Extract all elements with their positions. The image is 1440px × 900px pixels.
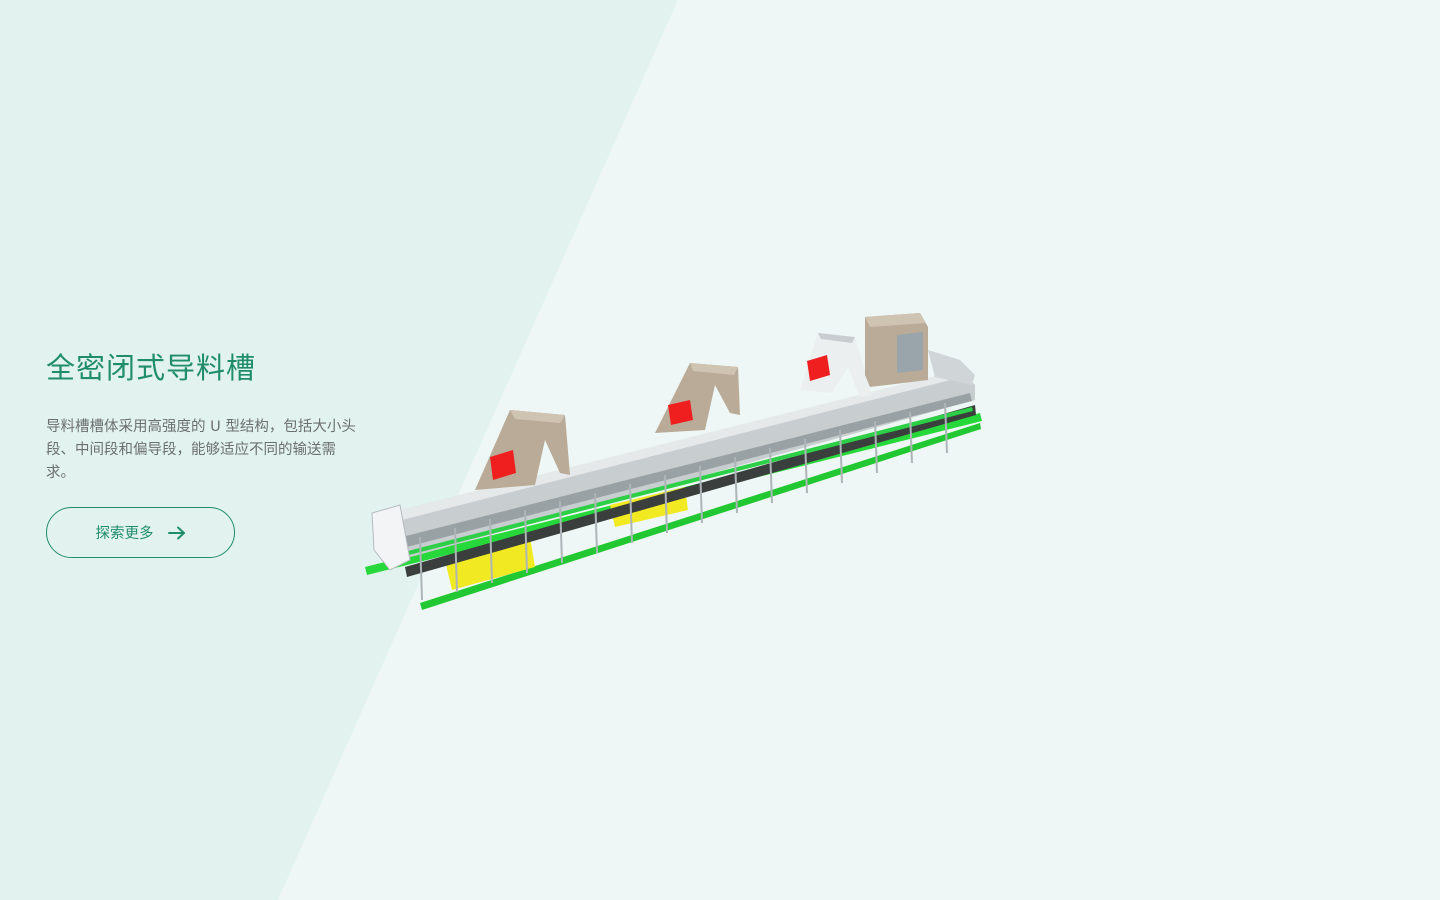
explore-more-button[interactable]: 探索更多 — [46, 507, 235, 558]
page-title: 全密闭式导料槽 — [46, 351, 257, 385]
explore-more-label: 探索更多 — [95, 526, 154, 542]
hero-content: 全密闭式导料槽 导料槽槽体采用高强度的 U 型结构，包括大小头段、中间段和偏导段… — [46, 348, 366, 558]
arrow-right-icon — [167, 526, 185, 539]
conveyor-skirtboard-image — [365, 313, 982, 610]
hero-description: 导料槽槽体采用高强度的 U 型结构，包括大小头段、中间段和偏导段，能够适应不同的… — [46, 419, 356, 481]
